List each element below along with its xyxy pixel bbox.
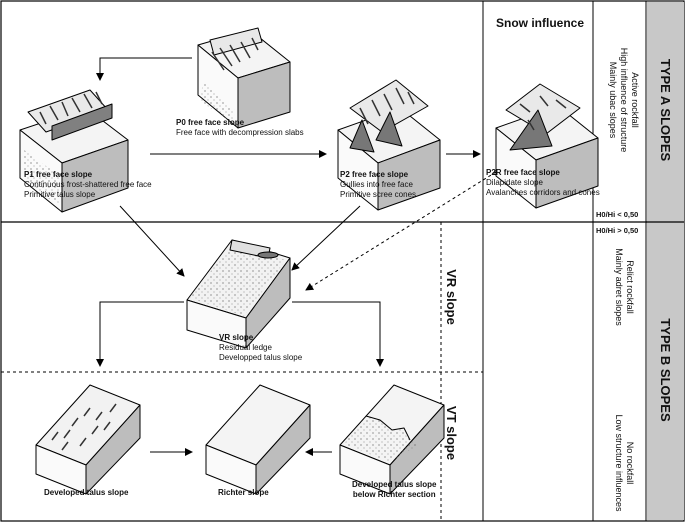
type-b-title: TYPE B SLOPES	[658, 318, 673, 422]
type-b-relict-1: Relict rockfall	[625, 260, 635, 314]
p1-title: P1 free face slope	[24, 170, 93, 179]
p2-line-2: Primitive scree cones	[340, 190, 417, 199]
label-below-richter: Developed talus slope below Richter sect…	[352, 480, 436, 500]
label-p0: P0 free face slope Free face with decomp…	[176, 118, 304, 138]
type-a-line-1: Active rockfall	[630, 72, 640, 128]
developed-title: Developed talus slope	[44, 488, 129, 497]
p0-title: P0 free face slope	[176, 118, 245, 127]
vr-line-1: Residual ledge	[219, 343, 272, 352]
p0-line-1: Free face with decompression slabs	[176, 128, 304, 137]
type-b-relict-2: Mainly adret slopes	[614, 248, 624, 326]
type-b-relict: Relict rockfall Mainly adret slopes	[605, 237, 635, 337]
type-a-threshold: H0/Hi < 0,50	[596, 210, 639, 219]
arrows	[96, 57, 497, 456]
block-developed	[35, 384, 141, 495]
richter-title: Richter slope	[218, 488, 269, 497]
type-b-no-rockfall-1: No rockfall	[625, 441, 635, 485]
p2-line-1: Gullies into free face	[340, 180, 413, 189]
type-b-threshold: H0/Hi > 0,50	[596, 226, 639, 235]
block-vr	[186, 239, 291, 349]
label-developed: Developed talus slope	[44, 488, 128, 498]
block-p1	[19, 89, 129, 213]
vt-section-label: VT slope	[444, 405, 459, 461]
type-column-shade	[647, 2, 684, 520]
p2-title: P2 free face slope	[340, 170, 409, 179]
vr-title: VR slope	[219, 333, 254, 342]
block-p2r	[495, 83, 599, 209]
block-richter	[205, 384, 311, 495]
p2r-line-1: Dilapidate slope	[486, 178, 543, 187]
type-b-no-rockfall-2: Low structure influences	[614, 414, 624, 512]
label-p2: P2 free face slope Gullies into free fac…	[340, 170, 416, 200]
vr-line-2: Developped talus slope	[219, 353, 303, 362]
label-richter: Richter slope	[218, 488, 269, 498]
label-vr: VR slope Residual ledge Developped talus…	[219, 333, 302, 363]
p1-line-1: Continuous frost-shattered free face	[24, 180, 152, 189]
block-below-richter	[339, 384, 445, 495]
type-a-title: TYPE A SLOPES	[658, 58, 673, 162]
type-a-description: Active rockfall High influence of struct…	[600, 40, 640, 160]
label-p2r: P2R free face slope Dilapidate slope Ava…	[486, 168, 600, 198]
block-p0	[197, 27, 291, 129]
p2r-line-2: Avalanches corridors and cones	[486, 188, 600, 197]
below-richter-line-2: below Richter section	[352, 490, 436, 499]
below-richter-title: Developed talus slope	[352, 480, 437, 489]
block-p2	[337, 79, 441, 211]
label-p1: P1 free face slope Continuous frost-shat…	[24, 170, 152, 200]
type-b-no-rockfall: No rockfall Low structure influences	[605, 403, 635, 523]
type-a-line-2: High influence of structure	[619, 47, 629, 153]
type-a-line-3: Mainly ubac slopes	[608, 61, 618, 139]
p1-line-2: Primitive talus slope	[24, 190, 96, 199]
vr-section-label: VR slope	[444, 269, 459, 325]
p2r-title: P2R free face slope	[486, 168, 560, 177]
snow-influence-heading: Snow influence	[496, 16, 585, 30]
